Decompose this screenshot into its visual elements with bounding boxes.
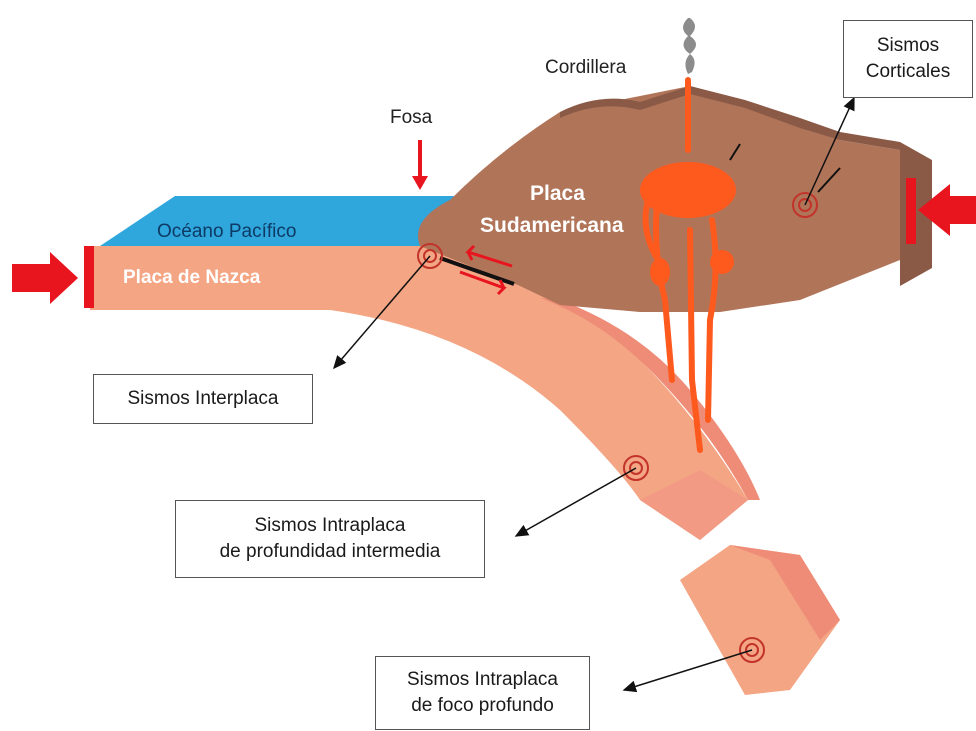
- nazca-label: Placa de Nazca: [123, 267, 261, 288]
- callout-corticales-line2: Corticales: [844, 59, 972, 85]
- callout-corticales-line1: Sismos: [844, 33, 972, 59]
- nazca-push-bar: [84, 246, 94, 308]
- callout-intermedia: Sismos Intraplaca de profundidad interme…: [175, 500, 485, 578]
- callout-profundo-line1: Sismos Intraplaca: [376, 667, 589, 693]
- callout-interplaca: Sismos Interplaca: [93, 374, 313, 424]
- magma-chamber: [640, 162, 736, 218]
- ocean-label: Océano Pacífico: [157, 221, 296, 242]
- callout-profundo: Sismos Intraplaca de foco profundo: [375, 656, 590, 730]
- callout-intermedia-line1: Sismos Intraplaca: [176, 513, 484, 539]
- cordillera-label: Cordillera: [545, 57, 627, 78]
- magma-pocket-right: [710, 250, 734, 274]
- leader-intermedia: [516, 468, 636, 536]
- callout-interplaca-line1: Sismos Interplaca: [94, 386, 312, 412]
- south-american-label-2: Sudamericana: [480, 214, 624, 237]
- nazca-push-arrow: [12, 252, 78, 304]
- fosa-label: Fosa: [390, 107, 433, 128]
- trench-arrow-head: [412, 176, 428, 190]
- magma-pocket-left: [650, 258, 670, 286]
- volcano-plume: [683, 18, 696, 74]
- south-american-label-1: Placa: [530, 182, 585, 205]
- callout-profundo-line2: de foco profundo: [376, 693, 589, 719]
- callout-intermedia-line2: de profundidad intermedia: [176, 539, 484, 565]
- callout-corticales: Sismos Corticales: [843, 20, 973, 98]
- south-american-push-bar: [906, 178, 916, 244]
